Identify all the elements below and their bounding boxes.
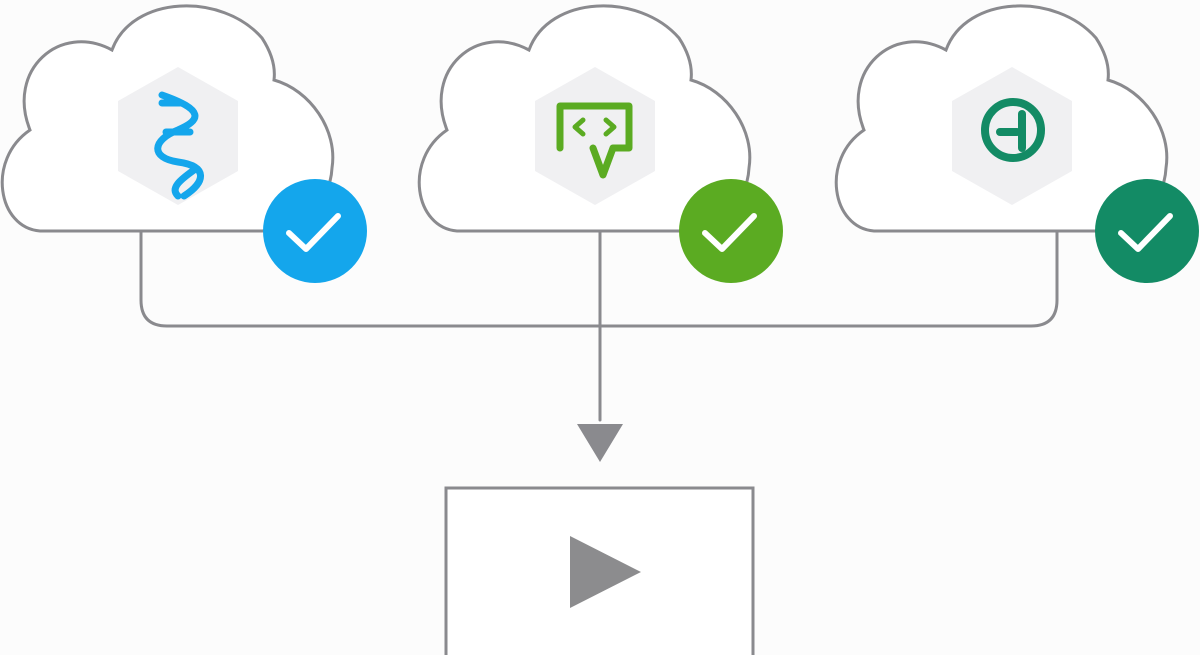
source-cloud-2 [417,4,783,283]
check-icon [286,213,341,252]
check-icon [1118,213,1173,252]
status-check-badge [263,179,367,283]
status-check-badge [679,179,783,283]
source-cloud-1 [0,4,367,283]
check-icon [702,213,757,252]
dna-helix-icon [154,91,204,200]
arrow-head [577,424,623,462]
status-check-badge [1095,179,1199,283]
code-chat-bubble-icon [556,102,633,179]
hex-tile [118,67,238,205]
circled-plus-icon [981,98,1045,162]
source-cloud-3 [834,4,1199,283]
play-icon [570,536,641,608]
output-player [444,486,755,655]
hex-tile [535,67,655,205]
